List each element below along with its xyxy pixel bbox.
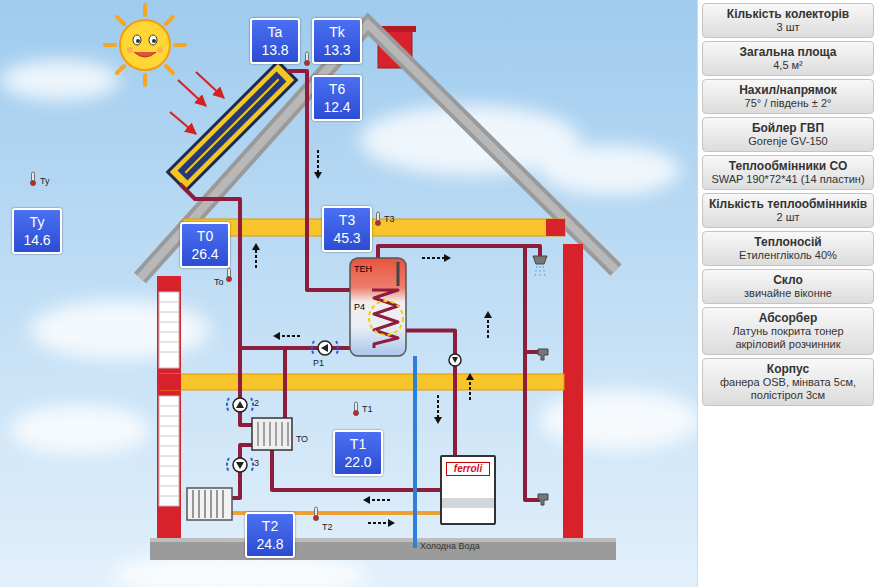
temperature-value: 22.0 <box>340 453 376 471</box>
temperature-box: T026.4 <box>180 222 230 268</box>
gas-boiler: ferroli <box>440 455 496 525</box>
spec-card: Бойлер ГВПGorenje GV-150 <box>702 117 874 152</box>
spec-value: фанера OSB, мінвата 5см, полістірол 3см <box>707 376 869 402</box>
sensor-name: T1 <box>340 435 376 453</box>
spec-heading: Корпус <box>707 362 869 376</box>
spec-heading: Кількість колекторів <box>707 7 869 21</box>
left-wall <box>157 276 181 540</box>
spec-card: Загальна площа4,5 м² <box>702 41 874 76</box>
spec-heading: Скло <box>707 273 869 287</box>
spec-value: Gorenje GV-150 <box>707 135 869 148</box>
sensor-label: T2 <box>322 522 333 532</box>
temperature-box: T122.0 <box>333 430 383 476</box>
right-wall <box>563 244 583 540</box>
heat-exchanger <box>252 418 292 450</box>
temperature-value: 14.6 <box>19 231 55 249</box>
sun <box>105 5 185 85</box>
sensor-label: Ty <box>40 176 50 186</box>
solar-collector <box>168 62 297 191</box>
temperature-box: Ta13.8 <box>250 18 300 64</box>
temperature-value: 13.8 <box>257 41 293 59</box>
temperature-box: Ty14.6 <box>12 208 62 254</box>
thermometers <box>30 52 380 521</box>
radiator <box>187 488 232 520</box>
pipes <box>180 71 540 500</box>
temperature-box: T224.8 <box>245 512 295 558</box>
pump-label: P1 <box>313 358 324 368</box>
spec-card: ТеплоносійЕтиленгліколь 40% <box>702 231 874 266</box>
spec-card: Корпусфанера OSB, мінвата 5см, полістіро… <box>702 358 874 406</box>
spec-value: 3 шт <box>707 21 869 34</box>
panel-divider <box>697 0 698 587</box>
spec-value: Етиленгліколь 40% <box>707 249 869 262</box>
sensor-name: Ta <box>257 23 293 41</box>
pipe-connector <box>406 331 455 455</box>
shower-and-taps <box>533 256 548 505</box>
spec-panel <box>697 0 877 587</box>
pump-label: 3 <box>254 458 259 468</box>
spec-value: 75° / південь ± 2° <box>707 97 869 110</box>
pump-label: P4 <box>353 302 366 312</box>
temperature-value: 24.8 <box>252 535 288 553</box>
spec-heading: Абсорбер <box>707 311 869 325</box>
clouds <box>0 60 700 587</box>
sky <box>0 0 697 587</box>
temperature-box: T612.4 <box>312 75 362 121</box>
spec-card: Теплообмінники СОSWAP 190*72*41 (14 плас… <box>702 155 874 190</box>
spec-card: АбсорберЛатунь покрита тонер акріловий р… <box>702 307 874 355</box>
middle-beam <box>157 374 564 390</box>
heater-label: ТЕН <box>354 264 372 274</box>
roof-highlight <box>140 24 616 278</box>
sensor-name: T2 <box>252 517 288 535</box>
spec-card: Нахил/напрямок75° / південь ± 2° <box>702 79 874 114</box>
sensor-name: T6 <box>319 80 355 98</box>
temperature-value: 26.4 <box>187 245 223 263</box>
brand-logo: ferroli <box>446 462 490 476</box>
exchanger-label: ТО <box>296 434 308 444</box>
spec-heading: Кількість теплообмінників <box>707 197 869 211</box>
spec-value: SWAP 190*72*41 (14 пластин) <box>707 173 869 186</box>
temperature-box: Tk13.3 <box>312 18 362 64</box>
temperature-value: 13.3 <box>319 41 355 59</box>
sensor-label: T3 <box>384 214 395 224</box>
sensor-label: To <box>214 277 224 287</box>
sensor-name: Tk <box>319 23 355 41</box>
temperature-value: 45.3 <box>329 229 365 247</box>
spec-heading: Загальна площа <box>707 45 869 59</box>
spec-heading: Теплообмінники СО <box>707 159 869 173</box>
sensor-name: T0 <box>187 227 223 245</box>
sensor-name: Ty <box>19 213 55 231</box>
floor-edge <box>150 538 616 542</box>
floor <box>150 538 616 560</box>
spec-value: Латунь покрита тонер акріловий розчинник <box>707 325 869 351</box>
spec-heading: Бойлер ГВП <box>707 121 869 135</box>
spec-heading: Нахил/напрямок <box>707 83 869 97</box>
spec-value: 4,5 м² <box>707 59 869 72</box>
spec-value: 2 шт <box>707 211 869 224</box>
water-label: Холодна Вода <box>420 541 480 551</box>
pump-label: 2 <box>254 398 259 408</box>
windows <box>159 292 179 506</box>
spec-card: Склозвичайне віконне <box>702 269 874 304</box>
spec-card: Кількість колекторів3 шт <box>702 3 874 38</box>
dhw-boiler-tank: ТЕН P4 <box>350 258 406 356</box>
sensor-name: T3 <box>329 211 365 229</box>
sensor-label: T1 <box>362 404 373 414</box>
spec-value: звичайне віконне <box>707 287 869 300</box>
flow-arrow-heads <box>252 172 492 527</box>
spec-card: Кількість теплообмінників2 шт <box>702 193 874 228</box>
dhw-tank <box>350 258 406 356</box>
cold-water-pipe <box>413 356 417 548</box>
roof <box>140 24 616 278</box>
temperature-value: 12.4 <box>319 98 355 116</box>
temperature-box: T345.3 <box>322 206 372 252</box>
spec-heading: Теплоносій <box>707 235 869 249</box>
